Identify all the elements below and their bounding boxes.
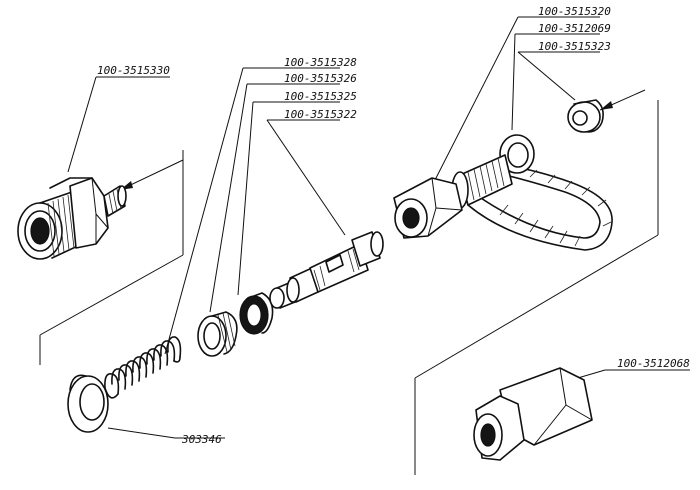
label-bracket-nut: 100-3515320 [538, 5, 611, 18]
valve-stem [269, 231, 384, 309]
label-spring-seat: 100-3515328 [284, 56, 357, 69]
gasket [67, 374, 109, 433]
washer-nut [567, 99, 604, 133]
label-ring: 100-3515326 [284, 72, 357, 85]
connector [473, 367, 593, 461]
label-seal-ring: 100-3515325 [284, 90, 357, 103]
spring-seat-ring [197, 311, 238, 357]
part-labels: 100-3515330 100-3515328 100-3515326 100-… [97, 5, 690, 446]
label-washer-nut: 100-3515323 [538, 40, 611, 53]
label-gasket: 303346 [181, 433, 222, 446]
seal-ring [239, 292, 274, 335]
label-union-fitting: 100-3515330 [97, 64, 170, 77]
bracket-assembly [393, 134, 613, 251]
union-fitting [17, 177, 127, 260]
leader-lines [39, 16, 690, 475]
label-bracket: 100-3512069 [538, 22, 611, 35]
label-valve-stem: 100-3515322 [284, 108, 357, 121]
label-connector: 100-3512068 [617, 357, 690, 370]
spring [104, 336, 182, 399]
